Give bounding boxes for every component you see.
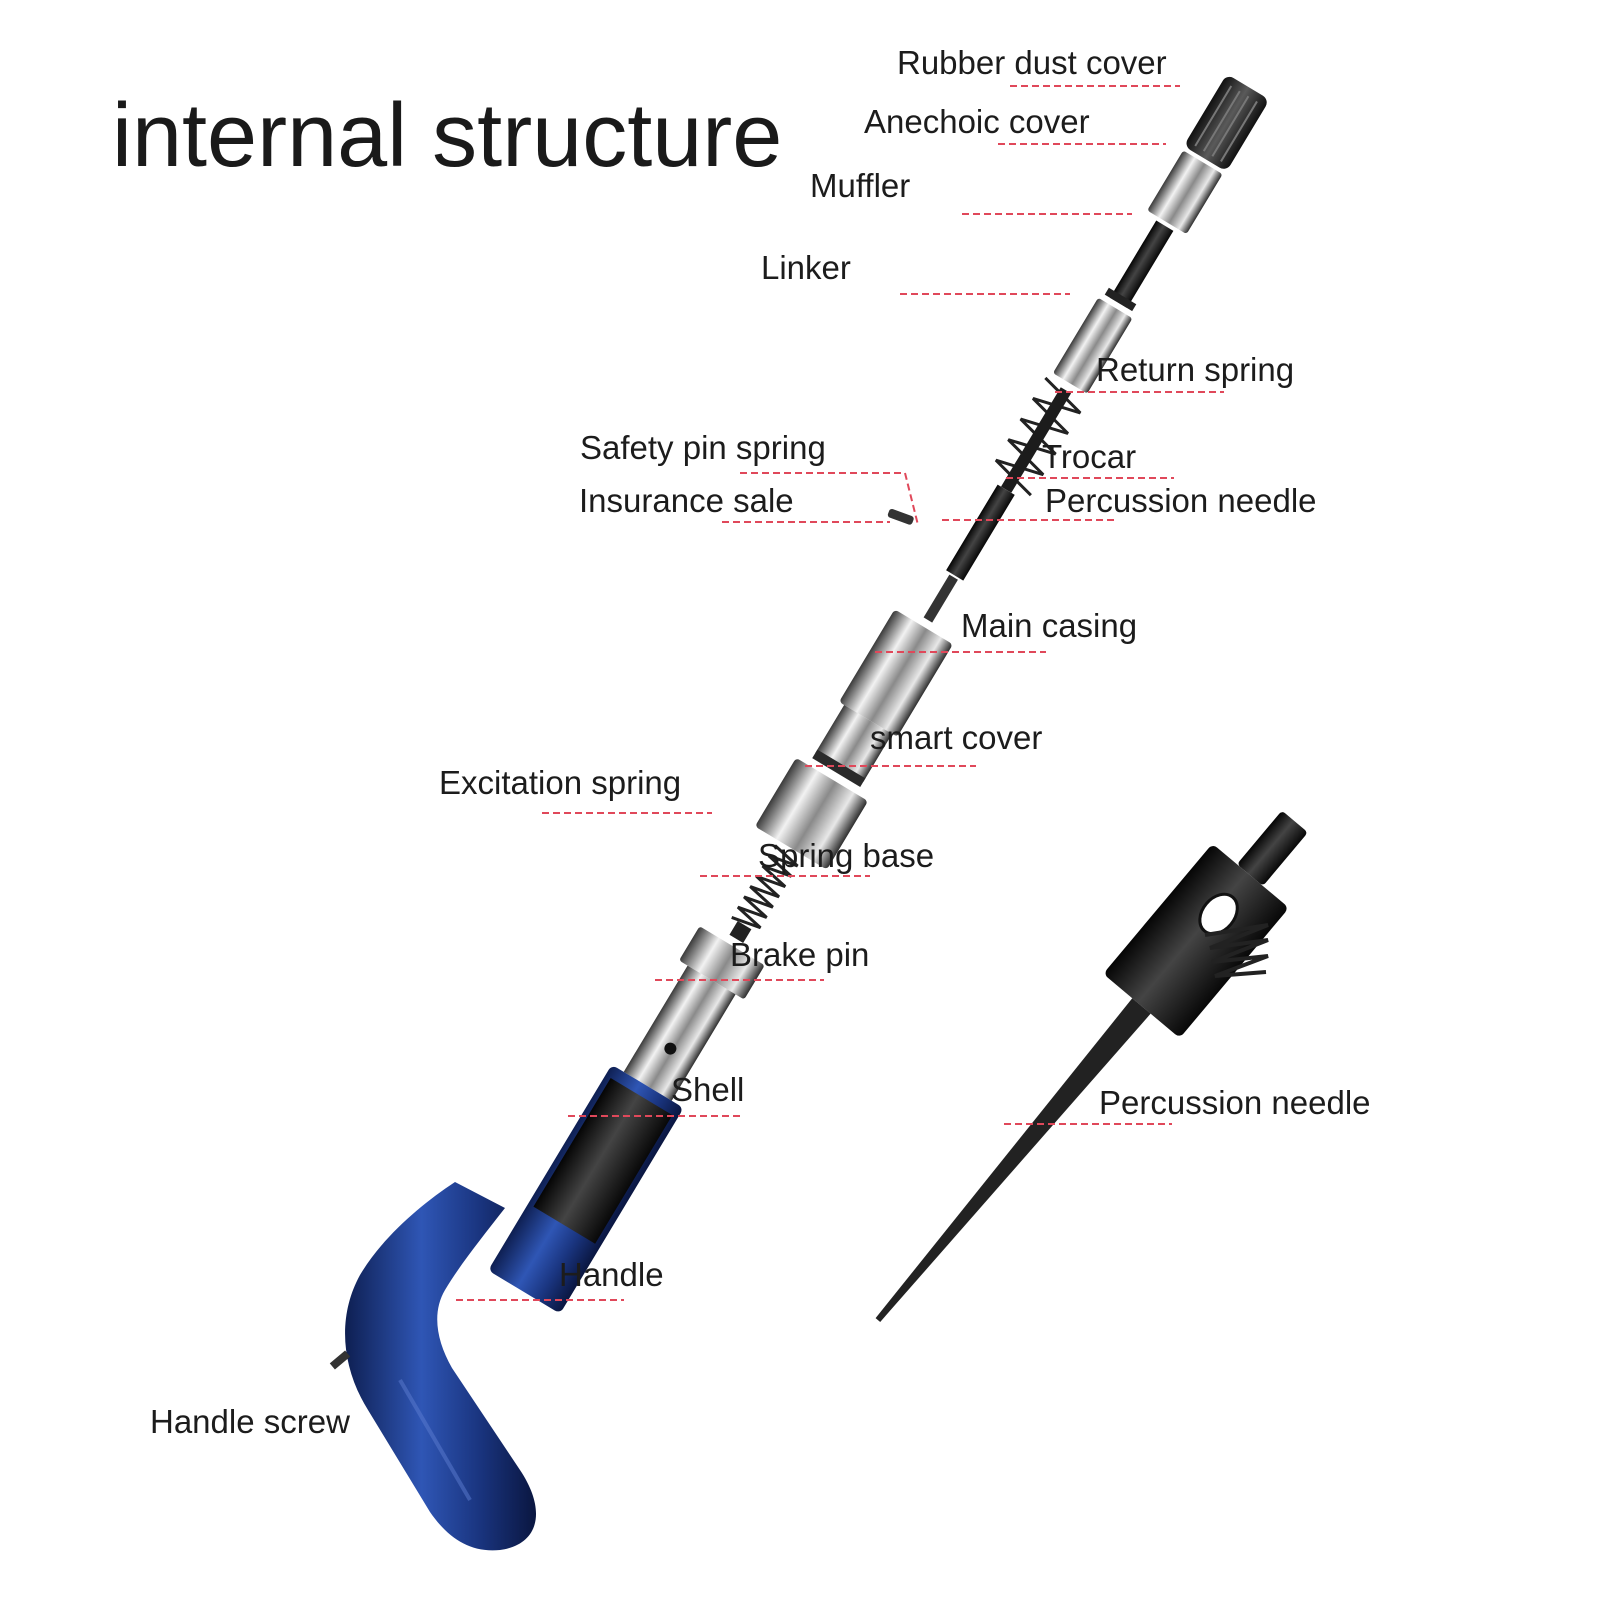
label-return-spring: Return spring — [1096, 351, 1294, 388]
label-brake-pin: Brake pin — [730, 936, 869, 973]
main-casing-part — [840, 610, 952, 736]
handle-screw-part — [329, 1350, 351, 1370]
linker-part — [1054, 298, 1132, 393]
detail-percussion-needle-part — [875, 812, 1307, 1322]
rubber-dust-cover-part — [1186, 76, 1267, 169]
label-spring-base: Spring base — [758, 837, 934, 874]
label-excitation-spring: Excitation spring — [439, 764, 681, 801]
label-rubber-dust-cover: Rubber dust cover — [897, 44, 1167, 81]
insurance-sale-part — [887, 508, 914, 525]
label-handle-screw: Handle screw — [150, 1403, 350, 1440]
label-safety-pin-spring: Safety pin spring — [580, 429, 826, 466]
label-muffler: Muffler — [810, 167, 910, 204]
label-handle: Handle — [559, 1256, 664, 1293]
labels: Rubber dust cover Anechoic cover Muffler… — [150, 44, 1371, 1440]
tool-assembly — [329, 76, 1267, 1551]
spring-base-part — [680, 927, 764, 999]
label-percussion-needle: Percussion needle — [1045, 482, 1317, 519]
excitation-spring-part — [731, 844, 799, 930]
label-shell: Shell — [671, 1071, 744, 1108]
label-linker: Linker — [761, 249, 851, 286]
label-insurance-sale: Insurance sale — [579, 482, 794, 519]
page-title: internal structure — [112, 86, 782, 186]
handle-part — [345, 1182, 537, 1551]
percussion-needle-part — [923, 574, 958, 623]
anechoic-cover-part — [1148, 151, 1222, 234]
brake-pin-part — [623, 965, 736, 1101]
label-anechoic-cover: Anechoic cover — [864, 103, 1090, 140]
leader-lines — [456, 85, 1224, 1301]
muffler-part — [1109, 220, 1174, 309]
label-detail-percussion-needle: Percussion needle — [1099, 1084, 1371, 1121]
label-smart-cover: smart cover — [870, 719, 1042, 756]
smart-cover-part — [756, 759, 867, 869]
label-trocar: Trocar — [1042, 438, 1136, 475]
trocar-part — [946, 484, 1015, 581]
label-main-casing: Main casing — [961, 607, 1137, 644]
